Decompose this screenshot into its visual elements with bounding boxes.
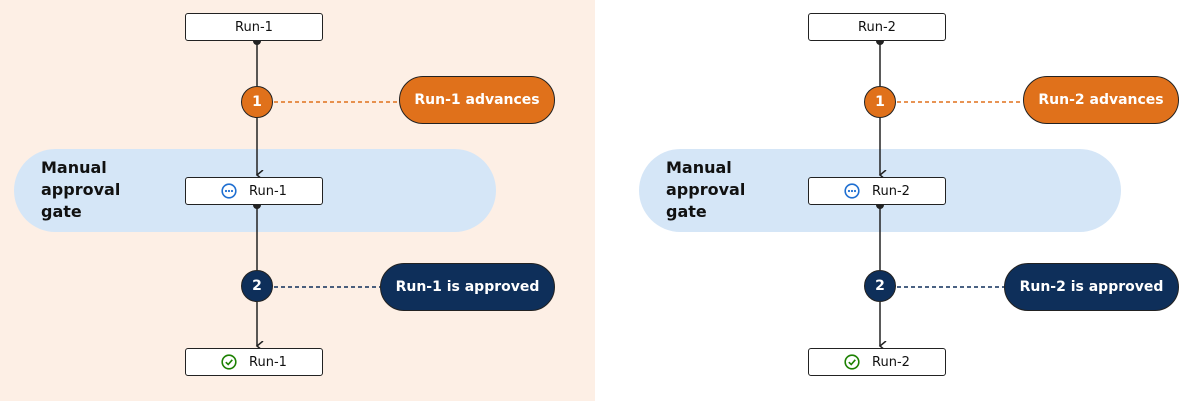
run-label: Run-2	[872, 354, 910, 370]
callout-text: Run-2 advances	[1038, 92, 1164, 108]
run-label: Run-1	[249, 183, 287, 199]
run-2-panel: Manual approval gate Run-2 1 Run-2 advan…	[595, 0, 1180, 401]
run-box-start: Run-2	[808, 13, 946, 41]
gate-label: Manual approval gate	[41, 158, 121, 221]
check-circle-icon	[844, 354, 860, 370]
step-2-marker: 2	[241, 270, 273, 302]
run-approved-callout: Run-2 is approved	[1004, 263, 1179, 311]
step-number: 2	[252, 278, 262, 294]
callout-text: Run-1 is approved	[395, 279, 540, 295]
run-approved-callout: Run-1 is approved	[380, 263, 555, 311]
check-circle-icon	[221, 354, 237, 370]
ellipsis-circle-icon	[844, 183, 860, 199]
gate-label: Manual approval gate	[666, 158, 746, 221]
callout-text: Run-2 is approved	[1019, 279, 1164, 295]
step-1-marker: 1	[864, 86, 896, 118]
step-2-marker: 2	[864, 270, 896, 302]
run-box-done: Run-1	[185, 348, 323, 376]
step-number: 1	[252, 94, 262, 110]
manual-approval-gate: Manual approval gate	[14, 149, 496, 232]
callout-text: Run-1 advances	[414, 92, 540, 108]
step-1-marker: 1	[241, 86, 273, 118]
run-advances-callout: Run-1 advances	[399, 76, 555, 124]
step-number: 2	[875, 278, 885, 294]
run-label: Run-1	[235, 19, 273, 35]
run-label: Run-2	[858, 19, 896, 35]
run-box-pending: Run-2	[808, 177, 946, 205]
run-box-start: Run-1	[185, 13, 323, 41]
run-box-pending: Run-1	[185, 177, 323, 205]
run-box-done: Run-2	[808, 348, 946, 376]
run-advances-callout: Run-2 advances	[1023, 76, 1179, 124]
run-label: Run-2	[872, 183, 910, 199]
ellipsis-circle-icon	[221, 183, 237, 199]
run-label: Run-1	[249, 354, 287, 370]
run-1-panel: Manual approval gate Run-1 1 Run-1 advan…	[0, 0, 595, 401]
step-number: 1	[875, 94, 885, 110]
